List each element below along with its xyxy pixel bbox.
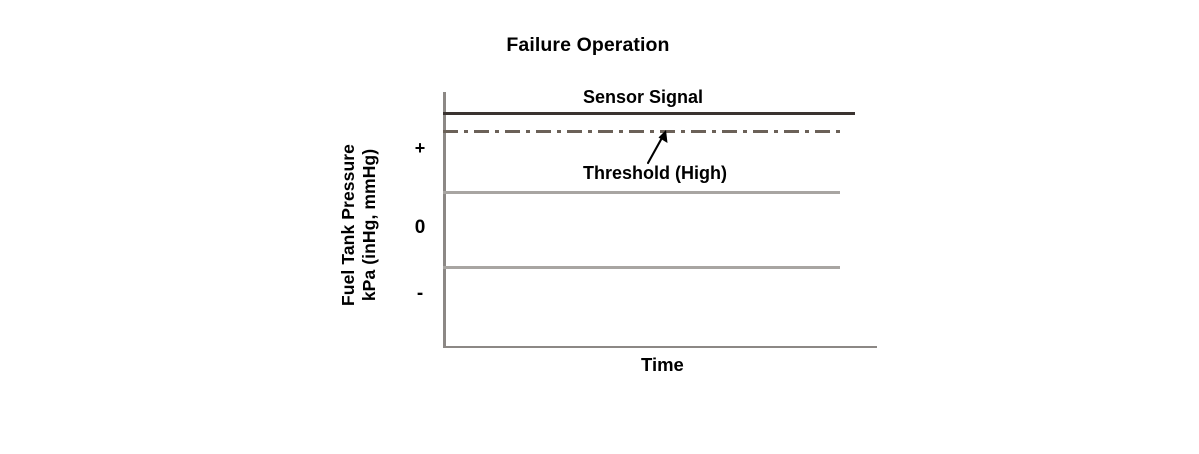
x-axis-label: Time [641,354,684,375]
threshold-line [443,130,840,133]
x-axis-line [443,345,877,348]
threshold-label: Threshold (High) [583,163,727,183]
reference-line-lower [443,266,840,269]
y-tick-positive: + [414,138,426,158]
plot-area [443,92,877,348]
y-axis-label-line-1: Fuel Tank Pressure [337,144,358,306]
sensor-signal-label: Sensor Signal [583,87,704,107]
y-axis-label-line-2: kPa (inHg, mmHg) [359,148,379,302]
reference-line-upper [443,191,840,194]
threshold-pointer-arrow-icon [646,130,668,165]
y-tick-zero: 0 [414,217,426,238]
y-tick-negative: - [416,283,424,304]
y-axis-line [443,92,446,348]
chart-title: Failure Operation [506,34,670,56]
sensor-signal-line [443,112,855,115]
